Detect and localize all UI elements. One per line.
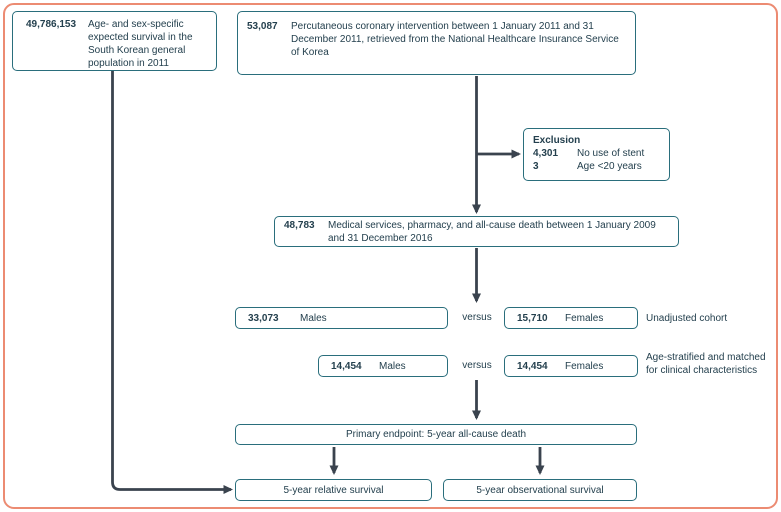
females-matched-box: 14,454 Females [504,355,638,377]
text-line: South Korean general [88,45,186,56]
versus-matched-label: versus [462,360,492,371]
relative-survival-box: 5-year relative survival [235,479,432,501]
males-unadjusted-count: 33,073 [248,312,279,324]
males-unadjusted-box: 33,073 Males [235,307,448,329]
versus-unadjusted-label: versus [462,312,492,323]
text-line: Medical services, pharmacy, and all-caus… [328,220,656,231]
males-matched-count: 14,454 [331,360,362,372]
text-line: expected survival in the [88,32,193,43]
cohort-box: 48,783 Medical services, pharmacy, and a… [274,216,679,247]
relative-survival-label: 5-year relative survival [283,484,384,496]
figure-frame [3,3,778,509]
exclusion-count: 4,301 [533,148,559,159]
exclusion-box: Exclusion 4,301 No use of stent 3 Age <2… [523,128,670,181]
text-line: for clinical characteristics [646,365,758,376]
observational-survival-box: 5-year observational survival [443,479,637,501]
cohort-count: 48,783 [284,220,315,231]
endpoint-label: Primary endpoint: 5-year all-cause death [345,429,527,440]
females-unadjusted-box: 15,710 Females [504,307,638,329]
pci-description: Percutaneous coronary intervention betwe… [291,20,619,59]
males-matched-box: 14,454 Males [318,355,448,377]
cohort-description: Medical services, pharmacy, and all-caus… [328,219,656,245]
exclusion-count: 3 [533,161,539,172]
females-matched-label: Females [565,360,604,372]
exclusion-label: No use of stent [577,148,645,159]
text-line: Percutaneous coronary intervention betwe… [291,21,594,32]
population-count: 49,786,153 [26,19,77,30]
text-line: December 2011, retrieved from the Nation… [291,34,619,45]
unadjusted-annotation: Unadjusted cohort [646,313,728,324]
females-unadjusted-count: 15,710 [517,312,548,324]
females-unadjusted-label: Females [565,312,604,324]
text-line: Age-stratified and matched [646,352,766,363]
males-matched-label: Males [379,360,406,372]
matched-annotation: Age-stratified and matched for clinical … [646,351,766,377]
females-matched-count: 14,454 [517,360,548,372]
text-line: population in 2011 [88,58,169,69]
text-line: of Korea [291,47,329,58]
population-box: 49,786,153 Age- and sex-specific expecte… [12,11,217,71]
observational-survival-label: 5-year observational survival [476,484,604,496]
endpoint-box: Primary endpoint: 5-year all-cause death [235,424,637,445]
exclusion-label: Age <20 years [577,161,642,172]
population-description: Age- and sex-specific expected survival … [88,18,193,70]
text-line: and 31 December 2016 [328,233,433,244]
pci-count: 53,087 [247,21,278,32]
pci-box: 53,087 Percutaneous coronary interventio… [237,11,636,75]
text-line: Age- and sex-specific [88,19,184,30]
exclusion-title: Exclusion [533,135,581,146]
males-unadjusted-label: Males [300,312,327,324]
